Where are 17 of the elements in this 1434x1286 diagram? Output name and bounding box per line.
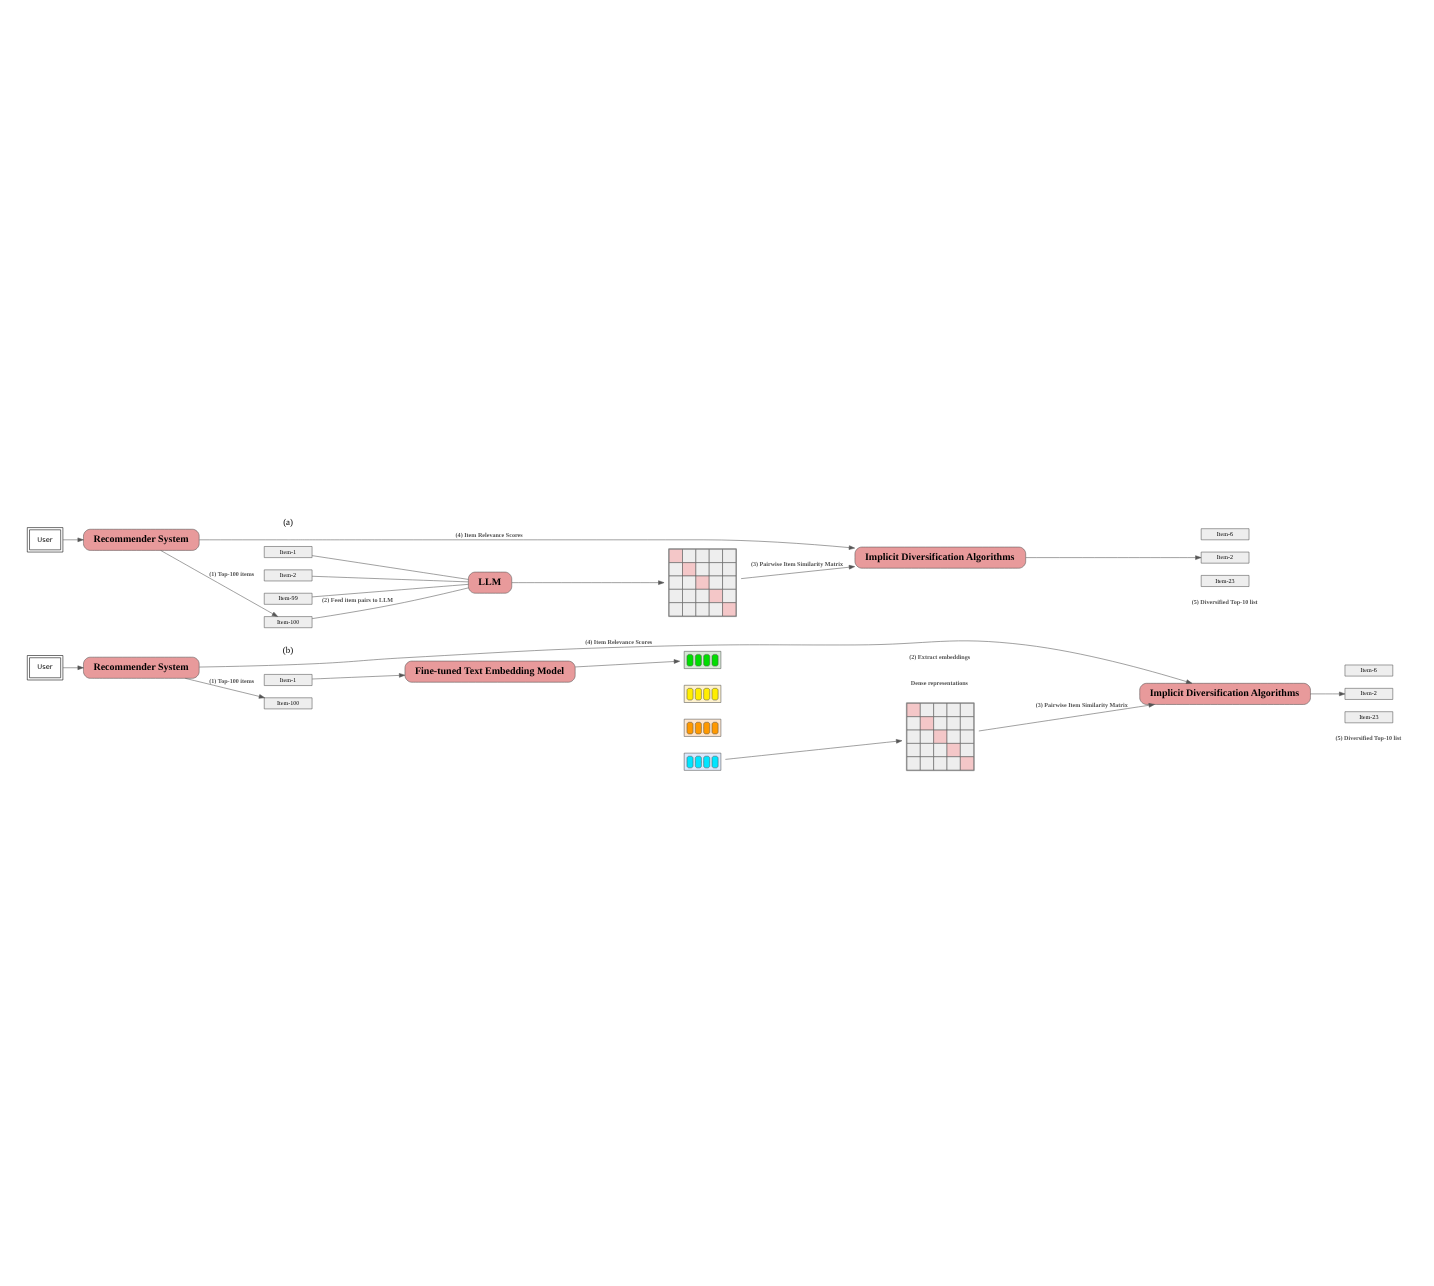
arrow [978, 703, 1155, 732]
connector [311, 555, 469, 580]
arrow [311, 673, 406, 680]
arrow [1310, 691, 1346, 697]
connector [311, 584, 469, 598]
arrow [62, 537, 84, 543]
arrow [511, 580, 665, 585]
arrow [199, 539, 855, 550]
arrow [574, 659, 680, 668]
arrow [725, 739, 903, 760]
arrow [184, 678, 265, 699]
connector [311, 587, 469, 619]
arrow [740, 565, 855, 579]
arrow [62, 665, 84, 670]
arrow [1025, 555, 1202, 560]
connector [311, 576, 469, 583]
arrow [160, 550, 278, 617]
